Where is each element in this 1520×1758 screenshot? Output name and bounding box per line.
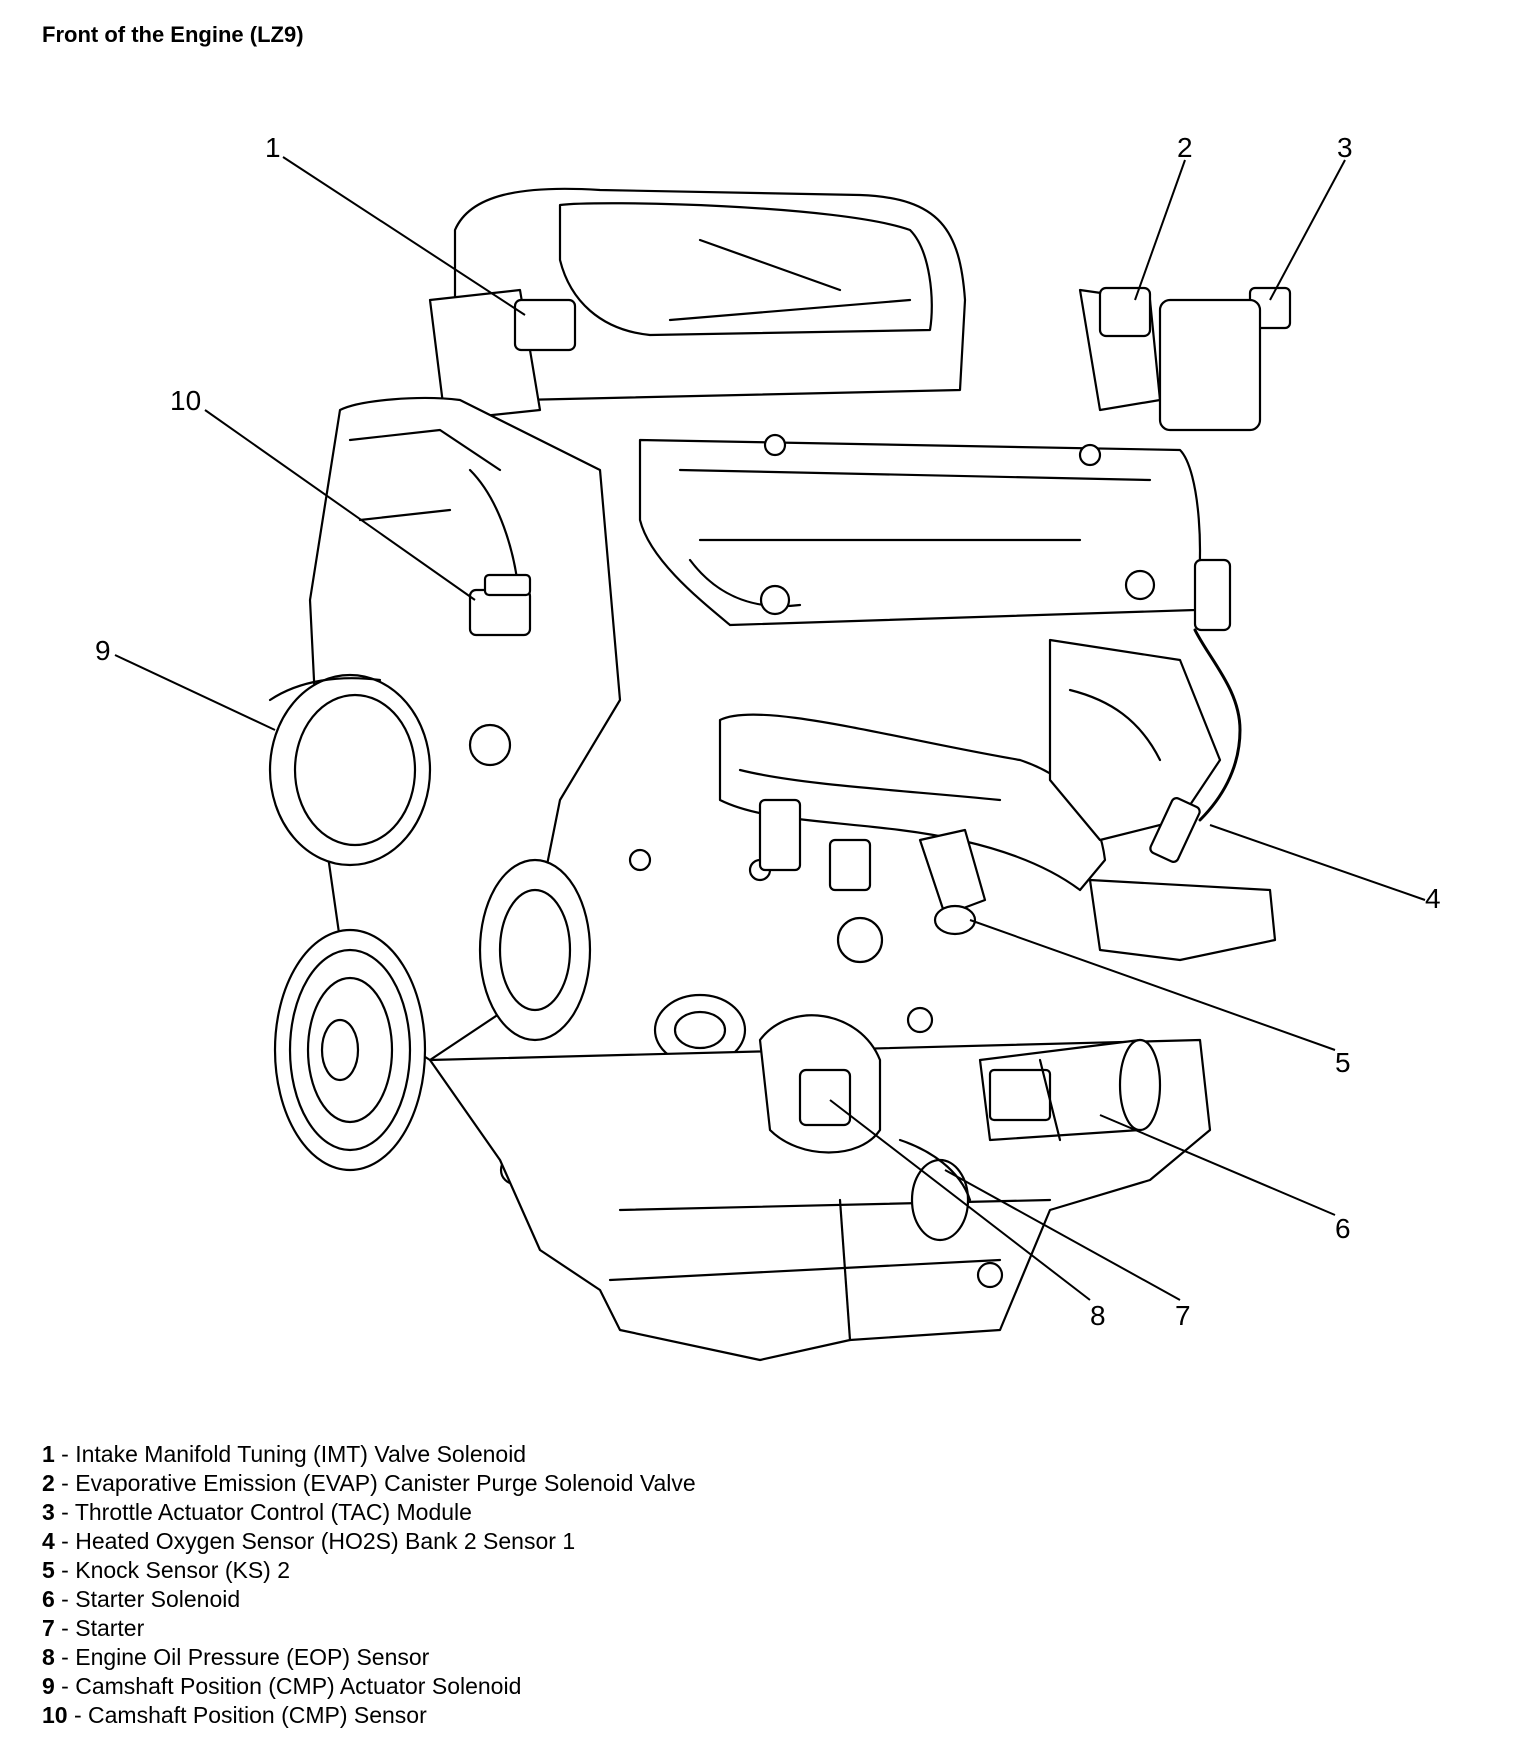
- legend-text: - Evaporative Emission (EVAP) Canister P…: [54, 1470, 696, 1496]
- leader-line-8: [829, 1099, 1091, 1301]
- legend-number: 5: [42, 1557, 55, 1583]
- legend-number: 10: [42, 1702, 68, 1728]
- callout-9: 9: [95, 635, 111, 666]
- legend-text: - Knock Sensor (KS) 2: [54, 1557, 290, 1583]
- legend-item: 3 - Throttle Actuator Control (TAC) Modu…: [42, 1498, 696, 1527]
- legend-text: - Throttle Actuator Control (TAC) Module: [54, 1499, 472, 1525]
- leader-line-1: [282, 156, 526, 316]
- callout-5: 5: [1335, 1047, 1351, 1078]
- callout-7: 7: [1175, 1300, 1191, 1331]
- leader-line-9: [114, 654, 276, 731]
- callout-8: 8: [1090, 1300, 1106, 1331]
- legend-text: - Camshaft Position (CMP) Sensor: [67, 1702, 427, 1728]
- legend-number: 2: [42, 1470, 55, 1496]
- legend-text: - Starter: [54, 1615, 145, 1641]
- legend-item: 10 - Camshaft Position (CMP) Sensor: [42, 1701, 696, 1730]
- legend-number: 7: [42, 1615, 55, 1641]
- legend-text: - Camshaft Position (CMP) Actuator Solen…: [54, 1673, 522, 1699]
- leader-lines: [114, 156, 1426, 1301]
- legend-item: 2 - Evaporative Emission (EVAP) Canister…: [42, 1469, 696, 1498]
- callout-3: 3: [1337, 132, 1353, 163]
- page-title: Front of the Engine (LZ9): [42, 22, 304, 47]
- leader-line-6: [1099, 1114, 1336, 1216]
- legend-item: 4 - Heated Oxygen Sensor (HO2S) Bank 2 S…: [42, 1527, 696, 1556]
- legend-item: 5 - Knock Sensor (KS) 2: [42, 1556, 696, 1585]
- callout-1: 1: [265, 132, 281, 163]
- legend-item: 1 - Intake Manifold Tuning (IMT) Valve S…: [42, 1440, 696, 1469]
- legend-text: - Heated Oxygen Sensor (HO2S) Bank 2 Sen…: [54, 1528, 576, 1554]
- callout-10: 10: [170, 385, 201, 416]
- legend-item: 8 - Engine Oil Pressure (EOP) Sensor: [42, 1643, 696, 1672]
- legend-item: 9 - Camshaft Position (CMP) Actuator Sol…: [42, 1672, 696, 1701]
- leader-line-7: [944, 1169, 1181, 1301]
- engine-illustration: [268, 187, 1292, 1362]
- legend-number: 9: [42, 1673, 55, 1699]
- legend-number: 3: [42, 1499, 55, 1525]
- legend-item: 6 - Starter Solenoid: [42, 1585, 696, 1614]
- legend-text: - Intake Manifold Tuning (IMT) Valve Sol…: [54, 1441, 527, 1467]
- callout-labels: 1 2 3 4 5 6 7 8 9 10: [95, 132, 1441, 1331]
- engine-diagram: 1 2 3 4 5 6 7 8 9 10: [95, 132, 1441, 1362]
- callout-6: 6: [1335, 1213, 1351, 1244]
- leader-line-3: [1269, 159, 1346, 301]
- leader-line-2: [1134, 159, 1186, 301]
- leader-line-4: [1209, 824, 1426, 901]
- legend-number: 6: [42, 1586, 55, 1612]
- callout-4: 4: [1425, 883, 1441, 914]
- legend-text: - Engine Oil Pressure (EOP) Sensor: [54, 1644, 430, 1670]
- legend-text: - Starter Solenoid: [54, 1586, 241, 1612]
- leader-line-10: [204, 409, 476, 601]
- legend-number: 1: [42, 1441, 55, 1467]
- legend-number: 4: [42, 1528, 55, 1554]
- leader-line-5: [969, 919, 1336, 1051]
- legend: 1 - Intake Manifold Tuning (IMT) Valve S…: [42, 1440, 696, 1730]
- legend-item: 7 - Starter: [42, 1614, 696, 1643]
- callout-2: 2: [1177, 132, 1193, 163]
- legend-number: 8: [42, 1644, 55, 1670]
